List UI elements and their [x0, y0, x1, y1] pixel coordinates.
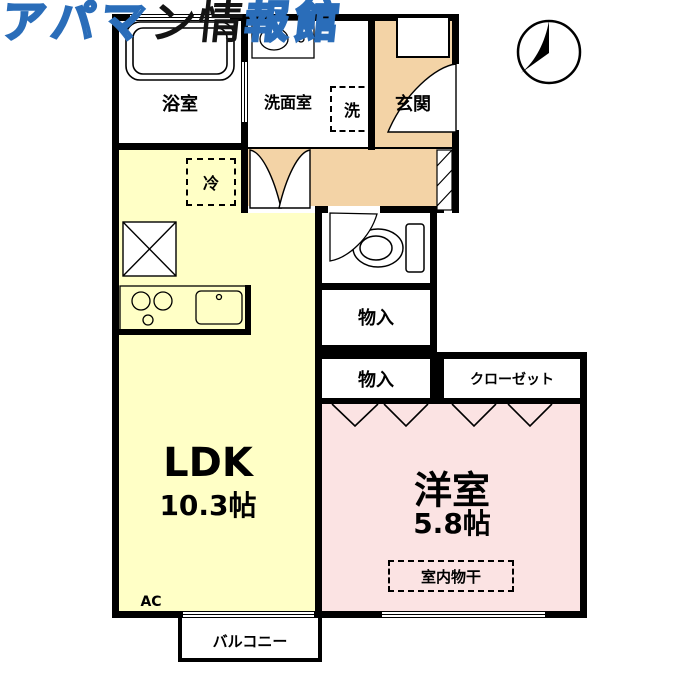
bath-label: 浴室	[162, 94, 198, 115]
indoor-drying-label: 室内物干	[420, 567, 481, 586]
balcony-area	[178, 618, 322, 662]
western-size-label: 5.8帖	[413, 507, 491, 540]
wall-bottom	[112, 611, 587, 618]
hallway-floor	[248, 148, 437, 206]
wall-right	[580, 352, 587, 618]
wall-toilet-bottom	[315, 283, 437, 290]
fridge-box: 冷	[186, 158, 236, 206]
hall-storage-label: 物入	[358, 308, 394, 329]
wall-left	[112, 14, 119, 618]
watermark-text-mid: ン情	[148, 0, 248, 49]
toilet-door-arc	[329, 212, 378, 262]
toilet-icon	[352, 223, 425, 273]
western-room-window	[382, 611, 545, 618]
wall-entrance-right-upper	[452, 14, 459, 64]
western-name-label: 洋室	[413, 468, 491, 513]
ldk-size-label: 10.3帖	[159, 489, 257, 522]
wall-hall-ldk-divider	[241, 143, 248, 213]
storage-label: 物入	[358, 370, 394, 391]
ac-label: AC	[140, 594, 162, 610]
wall-kitchen-counter-end	[245, 285, 251, 335]
watermark-text-left: アパマ	[0, 0, 155, 49]
wall-closet-front	[322, 398, 580, 404]
ldk-floor-upper	[119, 150, 241, 213]
wall-bath-bottom	[112, 143, 248, 150]
washroom-label: 洗面室	[263, 93, 313, 112]
north-compass-icon	[516, 19, 582, 85]
ldk-floor-main	[119, 213, 315, 611]
porch-hatch	[436, 149, 453, 211]
bath-window	[130, 14, 230, 21]
indoor-drying-box: 室内物干	[388, 560, 514, 592]
washing-machine-label: 洗	[343, 101, 360, 120]
wall-closet-top	[430, 352, 587, 359]
vanity-sink-icon	[251, 19, 315, 59]
shoe-cabinet	[396, 16, 450, 58]
wall-ldk-right	[315, 206, 322, 618]
wall-washroom-entrance-divider	[368, 14, 375, 150]
balcony-label: バルコニー	[212, 632, 288, 651]
washing-machine-box: 洗	[330, 86, 374, 132]
wall-toilet-right	[430, 206, 437, 359]
entrance-label: 玄関	[395, 94, 431, 115]
ldk-name-label: LDK	[163, 440, 253, 486]
watermark-logo: アパマ ン情 報館	[0, 0, 349, 49]
wall-storage-bottom	[315, 345, 437, 359]
closet-label: クローゼット	[470, 372, 554, 388]
bathtub-icon	[125, 21, 235, 81]
entrance-step-line	[248, 147, 452, 149]
wall-top	[112, 14, 459, 21]
balcony-sliding-door	[183, 611, 314, 618]
wall-kitchen-counter-front	[119, 329, 251, 335]
fridge-label: 冷	[202, 174, 219, 193]
toilet-door-opening	[328, 206, 380, 213]
entrance-door-opening	[452, 64, 459, 130]
watermark-text-right: 報館	[241, 0, 349, 49]
wall-entrance-right-lower	[452, 130, 459, 213]
bath-door	[241, 62, 248, 122]
western-room-floor	[322, 404, 580, 611]
wall-storage-closet-divider	[430, 352, 444, 404]
